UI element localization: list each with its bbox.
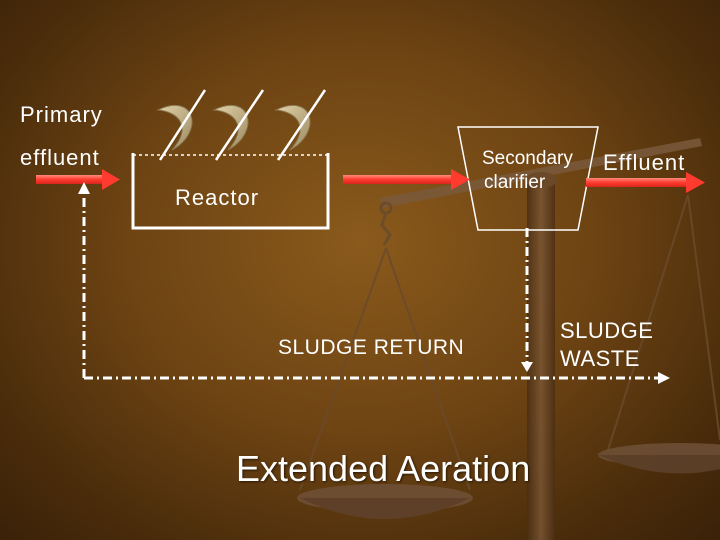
transfer-arrow — [343, 169, 470, 190]
sludge-return-arrowhead — [78, 182, 90, 194]
effluent-in-label: effluent — [20, 145, 100, 170]
scale-post — [527, 180, 555, 540]
sludge-return-label: SLUDGE RETURN — [278, 336, 465, 359]
aerator-icon — [156, 89, 207, 161]
aerator-icon — [274, 89, 327, 161]
aerator-icon — [212, 89, 265, 161]
clarifier-label: clarifier — [484, 172, 546, 193]
effluent-out-label: Effluent — [603, 150, 686, 175]
reactor-label: Reactor — [175, 185, 260, 210]
sludge-waste-label-line2: WASTE — [560, 346, 640, 371]
sludge-waste-arrowhead — [658, 372, 670, 384]
secondary-label: Secondary — [482, 148, 573, 169]
primary-label: Primary — [20, 102, 103, 127]
inflow-arrow — [36, 169, 120, 190]
sludge-waste-label-line1: SLUDGE — [560, 318, 654, 343]
reactor-tank — [131, 153, 330, 230]
secondary-clarifier — [457, 126, 599, 231]
slide-title: Extended Aeration — [236, 448, 531, 489]
outflow-arrow — [586, 172, 705, 193]
